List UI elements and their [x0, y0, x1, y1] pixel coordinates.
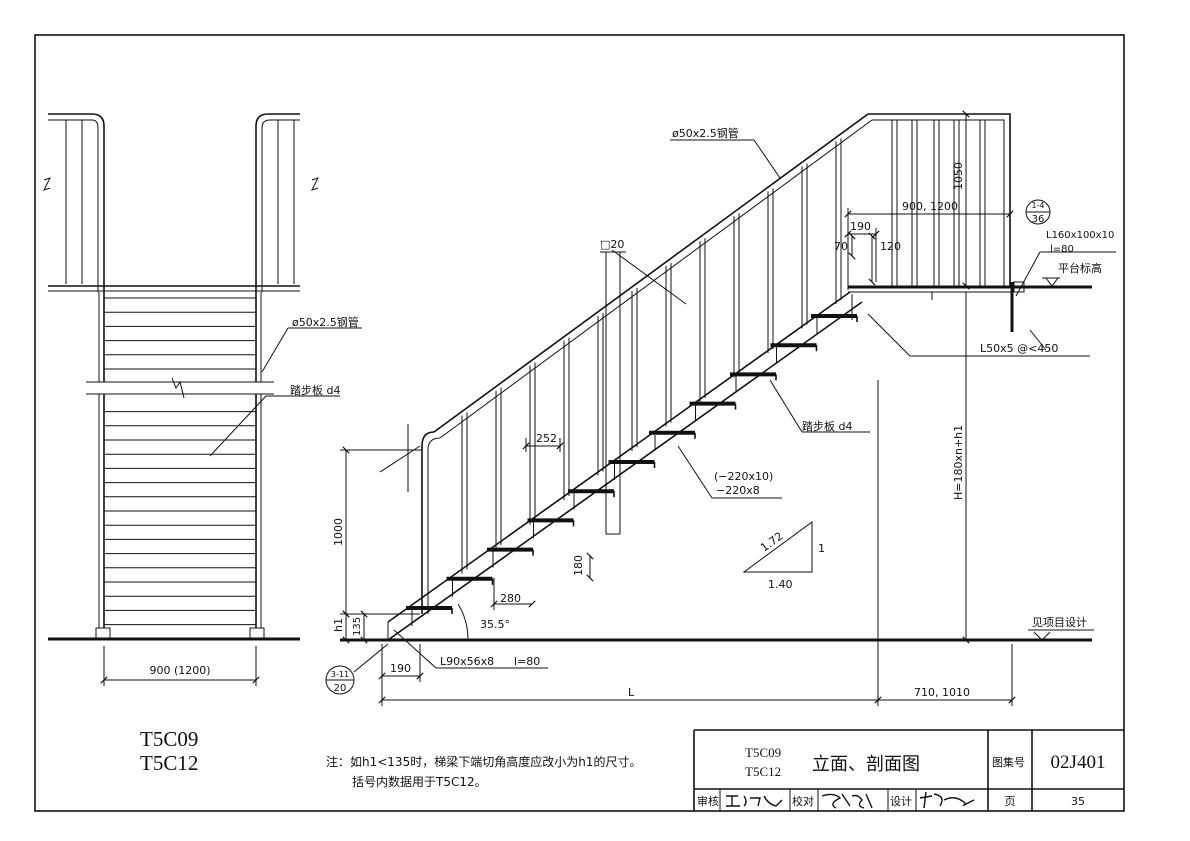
elev-pipe-label: ø50x2.5钢管: [672, 126, 739, 140]
dim-710: 710, 1010: [914, 686, 970, 699]
detail-bot-page: 20: [334, 683, 347, 694]
dim-180: 180: [572, 555, 585, 576]
elev-project-label: 见项目设计: [1032, 616, 1087, 629]
slope-v: 1: [818, 542, 825, 555]
dim-1000: 1000: [332, 518, 345, 546]
plan-pipe-label: ø50x2.5钢管: [292, 315, 359, 329]
dim-280: 280: [500, 592, 521, 605]
dim-70: 70: [834, 240, 848, 253]
check-label: 校对: [792, 794, 814, 808]
elev-tread-label: 踏步板 d4: [802, 419, 852, 433]
dim-190-bottom: 190: [390, 662, 411, 675]
plan-tread-label: 踏步板 d4: [290, 383, 340, 397]
title-block: [693, 729, 1124, 811]
design-label: 设计: [890, 795, 912, 808]
drawing-code-1: T5C09: [140, 727, 198, 751]
slope-h: 1.40: [768, 578, 793, 591]
dim-135: 135: [352, 617, 363, 636]
title-code-2: T5C12: [745, 764, 781, 779]
review-label: 审核: [697, 794, 719, 808]
dim-L: L: [628, 686, 635, 699]
note-line-1: 注：如h1<135时，梯梁下端切角高度应改小为h1的尺寸。: [326, 754, 641, 769]
dim-angle: 35.5°: [480, 618, 510, 631]
title-code-1: T5C09: [745, 745, 781, 760]
elevation-view: [325, 110, 1116, 706]
page-label: 页: [1005, 795, 1016, 808]
designer-signature: [919, 791, 975, 809]
elev-angle-bottom-len: l=80: [514, 655, 540, 668]
detail-top-page: 36: [1032, 214, 1045, 225]
atlas-number: 02J401: [1051, 752, 1106, 773]
elev-angle-top-label: L160x100x10: [1046, 230, 1114, 241]
dim-190-top: 190: [850, 220, 871, 233]
drawing-code-2: T5C12: [140, 751, 198, 775]
elev-stringer-label-1: (−220x10): [714, 470, 773, 483]
dim-120: 120: [880, 240, 901, 253]
dim-top-width: 900, 1200: [902, 200, 958, 213]
note-line-2: 括号内数据用于T5C12。: [352, 774, 487, 789]
dim-H: H=180xn+h1: [952, 425, 965, 500]
dim-h1: h1: [332, 618, 345, 632]
title-name: 立面、剖面图: [812, 754, 920, 775]
sheet-frame: [34, 34, 1125, 812]
elev-angle-bottom-label: L90x56x8: [440, 655, 494, 668]
checker-signature: [821, 793, 873, 809]
elev-angle-mid-label: L50x5 @<450: [980, 342, 1058, 355]
reviewer-signature: [726, 795, 783, 807]
plan-width-dim: 900 (1200): [149, 664, 210, 677]
page-number: 35: [1071, 795, 1085, 808]
detail-bot-num: 3-11: [331, 670, 349, 679]
elev-post-label: □20: [600, 238, 624, 251]
atlas-label: 图集号: [992, 755, 1025, 769]
dim-252: 252: [536, 432, 557, 445]
elev-angle-top-len: l=80: [1050, 244, 1074, 255]
slope-hyp: 1.72: [758, 530, 785, 555]
elev-platform-label: 平台标高: [1058, 261, 1102, 275]
detail-top-num: 1-4: [1031, 201, 1044, 210]
plan-view: [43, 113, 362, 686]
elev-stringer-label-2: −220x8: [716, 484, 760, 497]
dim-1050: 1050: [952, 162, 965, 190]
